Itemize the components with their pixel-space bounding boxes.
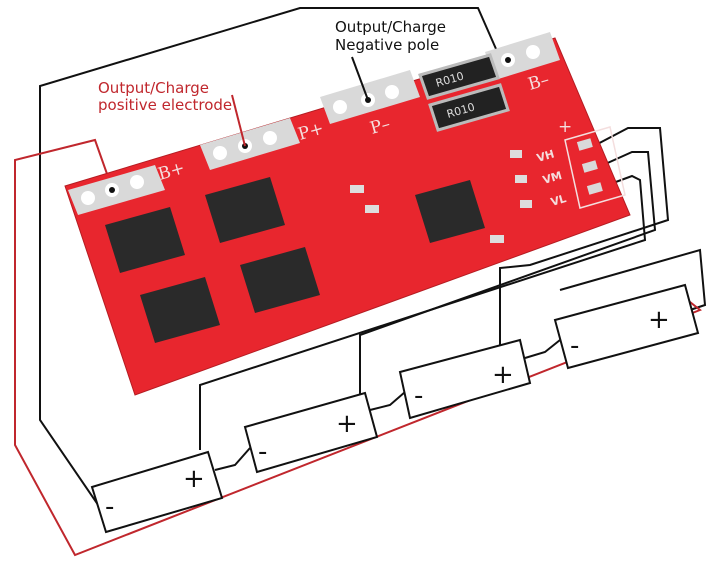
battery-3-plus: + — [492, 360, 514, 390]
negative-callout-line — [351, 56, 369, 101]
battery-cell-4 — [553, 283, 700, 370]
battery-cells — [90, 283, 700, 534]
resistor-r010-2: R010 — [428, 83, 510, 132]
black-wire-vl — [199, 174, 647, 450]
black-wire-link2 — [369, 391, 406, 411]
battery-4-plus: + — [648, 305, 670, 335]
negative-wires — [39, 7, 707, 516]
label-vh: VH — [535, 147, 556, 164]
black-wire-main — [39, 7, 501, 516]
negative-label-line1: Output/Charge — [335, 18, 446, 36]
positive-callout-line — [231, 94, 246, 147]
balance-connector — [564, 126, 626, 209]
battery-2-plus: + — [336, 409, 358, 439]
positive-wire — [14, 138, 702, 557]
controller-ic — [415, 180, 485, 243]
battery-2-minus: - — [258, 437, 267, 467]
battery-4-minus: - — [570, 331, 579, 361]
black-wire-link3 — [524, 339, 561, 359]
battery-1-minus: - — [105, 492, 114, 522]
black-wire-vh — [499, 127, 670, 350]
resistor-r010-1: R010 — [418, 53, 500, 100]
label-vm: VM — [541, 169, 563, 187]
mosfets — [105, 177, 320, 343]
battery-3-minus: - — [414, 381, 423, 411]
pad-b-minus — [485, 32, 560, 80]
black-wire-link1 — [214, 447, 251, 471]
black-wire-vm — [359, 151, 657, 395]
battery-cell-2 — [243, 391, 379, 474]
smd-components — [350, 150, 532, 243]
battery-1-plus: + — [183, 464, 205, 494]
bms-board: R010 R010 B+ P+ P– B– + VH — [64, 32, 631, 396]
label-plus: + — [558, 117, 572, 137]
battery-cell-1 — [90, 450, 224, 534]
positive-label-line2: positive electrode — [98, 96, 232, 114]
negative-label-line2: Negative pole — [335, 36, 439, 54]
positive-label-line1: Output/Charge — [98, 79, 209, 97]
label-vl: VL — [549, 192, 568, 209]
battery-cell-3 — [398, 338, 532, 420]
